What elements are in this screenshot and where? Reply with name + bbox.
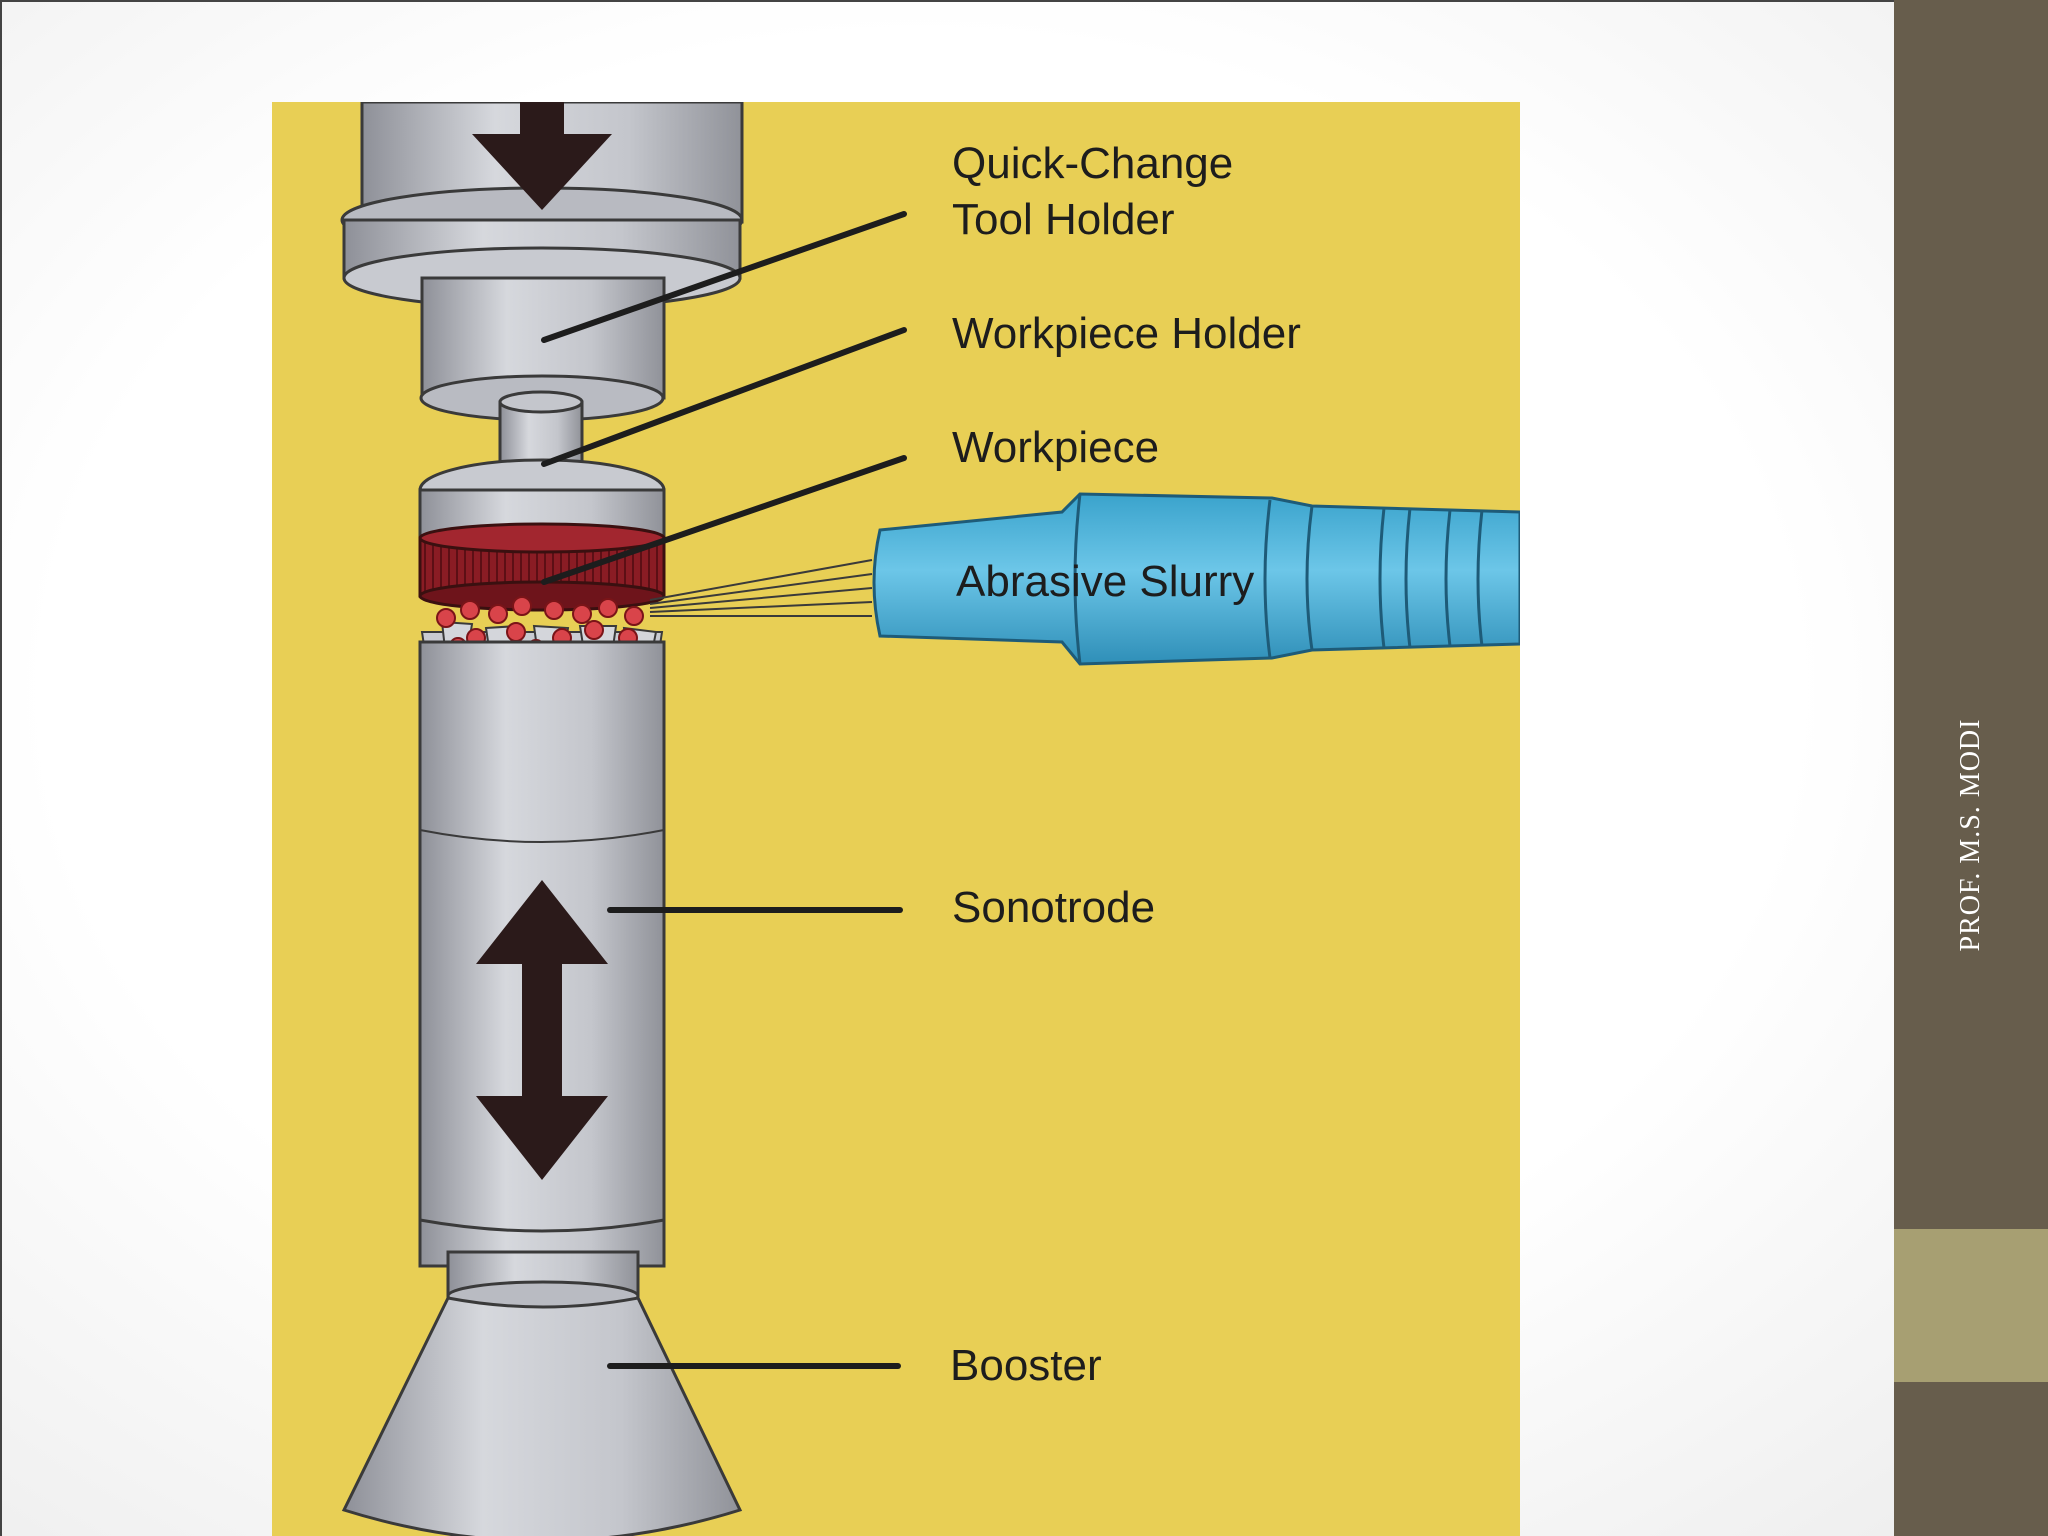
author-credit: PROF. M.S. MODI bbox=[1955, 718, 1986, 952]
label-sonotrode: Sonotrode bbox=[952, 883, 1155, 932]
label-quick-change: Quick-Change bbox=[952, 139, 1233, 188]
ultrasonic-machining-diagram: Quick-Change Tool Holder Workpiece Holde… bbox=[272, 102, 1520, 1536]
abrasive-slurry-nozzle bbox=[872, 492, 1520, 666]
label-booster: Booster bbox=[950, 1341, 1102, 1390]
double-arrow-vertical-icon bbox=[476, 880, 608, 1180]
label-workpiece: Workpiece bbox=[952, 423, 1159, 472]
leader-workpiece-holder bbox=[541, 327, 907, 467]
leader-lines bbox=[541, 211, 907, 1369]
slide-frame bbox=[0, 0, 1894, 1536]
leader-tool-holder bbox=[541, 211, 907, 343]
sidebar-accent-block bbox=[1894, 1229, 2048, 1382]
arrow-down-icon bbox=[472, 102, 612, 210]
quick-change-tool-holder bbox=[340, 102, 744, 422]
label-abrasive-slurry: Abrasive Slurry bbox=[956, 557, 1254, 606]
label-tool-holder: Tool Holder bbox=[952, 195, 1175, 244]
booster bbox=[341, 1250, 743, 1536]
leader-workpiece bbox=[541, 455, 907, 585]
label-workpiece-holder: Workpiece Holder bbox=[952, 309, 1301, 358]
workpiece bbox=[418, 522, 666, 612]
slurry-spray-lines bbox=[649, 559, 873, 617]
